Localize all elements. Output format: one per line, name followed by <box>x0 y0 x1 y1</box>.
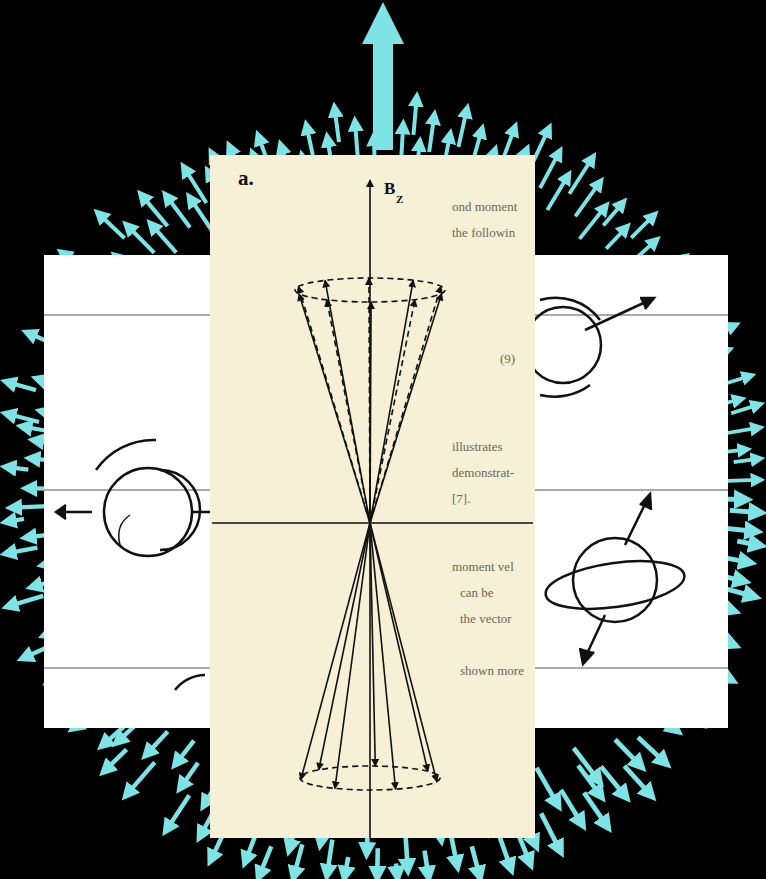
spin-arrow <box>191 199 212 230</box>
field-subscript: Z <box>396 194 403 205</box>
moment-vector <box>369 278 370 523</box>
spin-arrow <box>603 203 622 225</box>
scan-panel <box>210 155 535 838</box>
spin-arrow <box>10 596 44 606</box>
spin-arrows <box>8 99 758 875</box>
spin-arrow <box>547 176 567 210</box>
scan-text: the followin <box>452 226 515 239</box>
spin-arrow <box>569 158 592 193</box>
spin-arrow <box>260 846 272 875</box>
moment-vector <box>301 523 370 780</box>
spin-arrow <box>638 737 664 762</box>
spin-arrow <box>100 214 125 238</box>
spin-arrow <box>578 765 600 795</box>
scan-text: illustrates <box>452 440 503 453</box>
spin-arrow <box>540 153 559 188</box>
moment-vector <box>370 523 396 789</box>
spin-arrow <box>8 414 39 422</box>
scan-text: can be <box>460 586 494 599</box>
spin-arrow <box>167 795 189 829</box>
spin-arrow <box>425 851 429 875</box>
spin-arrow <box>327 840 332 873</box>
spin-arrow <box>615 739 640 765</box>
moment-vector <box>370 523 375 766</box>
big-arrow-shaft <box>373 40 393 150</box>
spin-arrow <box>541 813 559 849</box>
moment-vector <box>335 523 370 788</box>
spin-arrow <box>730 510 758 512</box>
spin-arrow <box>451 836 457 865</box>
scan-text: ond moment <box>452 200 517 213</box>
moment-vector <box>298 286 370 523</box>
spin-arrow <box>8 467 28 469</box>
spin-arrow <box>429 117 434 152</box>
spin-arrow <box>294 844 302 875</box>
scan-text: shown more <box>460 664 524 677</box>
spin-arrow <box>335 109 339 142</box>
spin-arrow <box>147 731 167 753</box>
big-arrow-head <box>362 2 404 44</box>
scan-text: the vector <box>460 612 512 625</box>
scan-text: [7]. <box>452 492 470 505</box>
spin-arrow <box>8 548 37 554</box>
spin-arrow <box>731 405 758 413</box>
spin-arrow <box>307 127 313 157</box>
spin-arrow <box>575 183 599 216</box>
spin-arrow <box>737 541 758 545</box>
spin-arrow <box>401 126 403 159</box>
spin-arrow <box>106 749 127 770</box>
spin-arrow <box>472 846 479 875</box>
moment-vector <box>370 523 437 782</box>
moment-vector <box>370 523 428 771</box>
spin-arrow <box>345 857 348 875</box>
spin-arrow <box>584 793 606 826</box>
spin-arrow <box>152 225 176 252</box>
spin-arrow <box>458 110 466 146</box>
spin-arrow <box>606 228 626 249</box>
spin-arrow <box>734 459 758 462</box>
spin-arrow <box>624 766 650 794</box>
spin-arrow <box>8 519 24 522</box>
spin-arrow <box>601 766 625 795</box>
spin-arrow <box>561 790 581 823</box>
precession-cones <box>212 180 533 838</box>
spin-arrow <box>128 762 155 793</box>
spin-arrow <box>104 725 126 744</box>
spin-arrow <box>181 763 198 787</box>
spin-arrow <box>519 835 530 862</box>
spin-arrow <box>631 216 653 238</box>
spin-arrow <box>177 741 194 763</box>
spin-arrow <box>396 863 397 875</box>
spin-arrow <box>536 768 557 804</box>
spin-arrow <box>413 99 416 135</box>
scan-text: demonstrat- <box>452 466 514 479</box>
field-symbol: B <box>384 180 395 197</box>
spin-arrow <box>142 196 167 226</box>
spin-arrow <box>406 837 408 867</box>
spin-arrow <box>8 382 36 390</box>
panel-letter: a. <box>238 168 254 189</box>
spin-arrow <box>375 848 380 875</box>
spin-arrow <box>128 226 154 253</box>
scan-text: moment vel <box>452 560 514 573</box>
moment-vector <box>370 280 413 523</box>
moment-vector <box>319 523 370 770</box>
spin-arrow <box>580 207 605 239</box>
moment-vector <box>325 280 370 523</box>
moment-vector <box>370 286 441 523</box>
spin-arrow <box>167 197 190 228</box>
moment-vector <box>370 294 442 523</box>
spin-arrow <box>185 169 207 203</box>
spin-arrow <box>355 123 357 155</box>
scan-text: (9) <box>500 352 515 365</box>
